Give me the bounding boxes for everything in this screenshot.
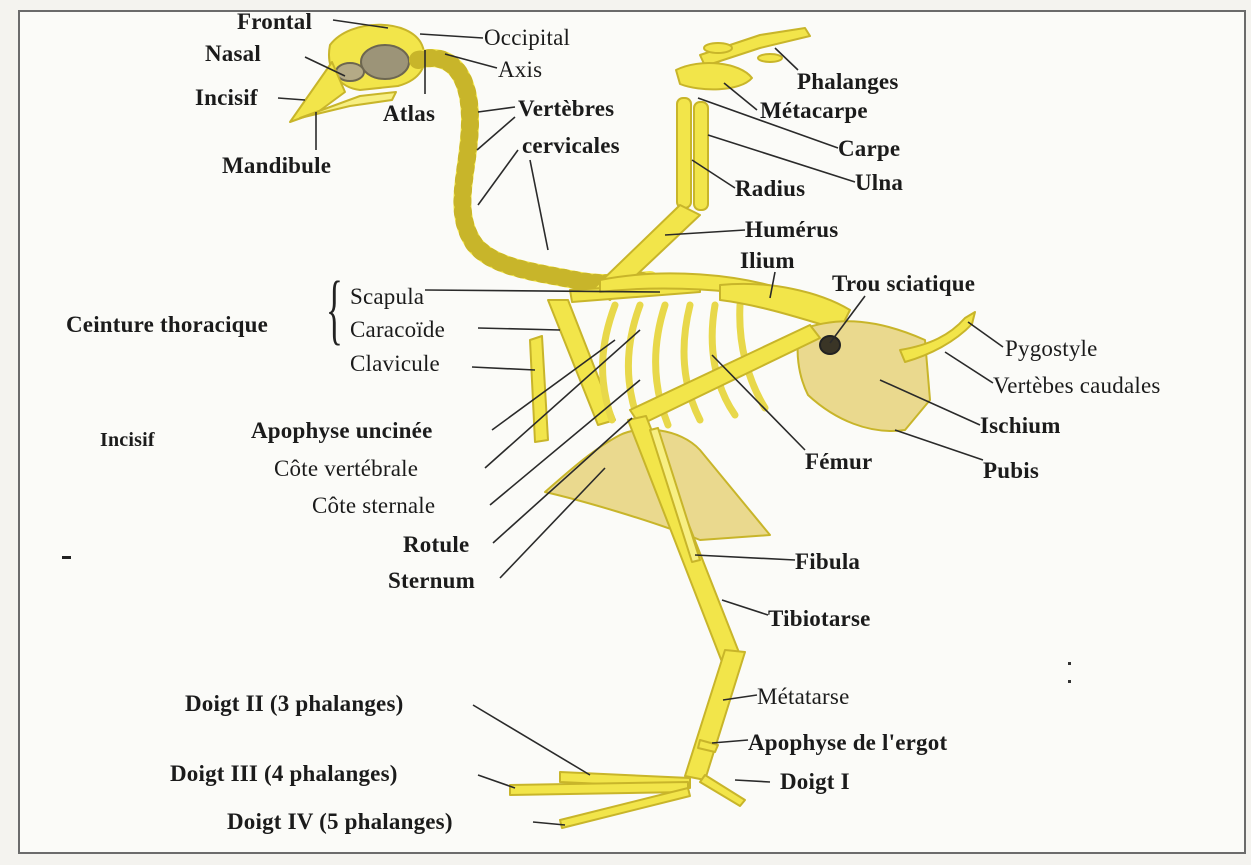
- label-tibiotarse: Tibiotarse: [768, 607, 871, 630]
- label-nasal: Nasal: [205, 42, 261, 65]
- leader-pygostyle: [968, 322, 1003, 347]
- label-femur: Fémur: [805, 450, 872, 473]
- label-ulna: Ulna: [855, 171, 903, 194]
- label-pubis: Pubis: [983, 459, 1039, 482]
- leader-fibula: [695, 555, 795, 560]
- leader-vertebres-1: [478, 107, 515, 112]
- label-ceinture-thoracique: Ceinture thoracique: [66, 313, 268, 336]
- label-pygostyle: Pygostyle: [1005, 337, 1098, 360]
- leader-occipital: [420, 34, 483, 38]
- label-caracoide: Caracoïde: [350, 318, 445, 341]
- label-apophyse-ergot: Apophyse de l'ergot: [748, 731, 947, 754]
- label-doigt-2: Doigt II (3 phalanges): [185, 692, 403, 715]
- label-metatarse: Métatarse: [757, 685, 849, 708]
- label-cervicales: cervicales: [522, 134, 620, 157]
- brace-ceinture: {: [326, 270, 343, 348]
- leader-caudales: [945, 352, 993, 383]
- label-doigt-1: Doigt I: [780, 770, 850, 793]
- label-atlas: Atlas: [383, 102, 435, 125]
- label-trou-sciatique: Trou sciatique: [832, 272, 975, 295]
- label-cote-vertebrale: Côte vertébrale: [274, 457, 418, 480]
- toes: [510, 772, 745, 828]
- label-sternum: Sternum: [388, 569, 475, 592]
- label-vertebes-caudales: Vertèbes caudales: [993, 374, 1161, 397]
- label-carpe: Carpe: [838, 137, 900, 160]
- label-incisif-left: Incisif: [100, 430, 155, 450]
- label-apophyse-uncinee: Apophyse uncinée: [251, 419, 432, 442]
- label-scapula: Scapula: [350, 285, 424, 308]
- leader-clavicule: [472, 367, 535, 370]
- label-metacarpe: Métacarpe: [760, 99, 868, 122]
- label-incisif-head: Incisif: [195, 86, 258, 109]
- sciatic-foramen: [820, 336, 840, 354]
- leader-caracoide: [478, 328, 560, 330]
- wing-phalanx-tip-2: [758, 54, 782, 62]
- label-vertebres: Vertèbres: [518, 97, 614, 120]
- toe-3-bone: [510, 782, 688, 795]
- label-frontal: Frontal: [237, 10, 312, 33]
- leader-doigt-1: [735, 780, 770, 782]
- label-cote-sternale: Côte sternale: [312, 494, 435, 517]
- label-mandibule: Mandibule: [222, 154, 331, 177]
- leader-ulna: [708, 135, 855, 182]
- label-doigt-4: Doigt IV (5 phalanges): [227, 810, 453, 833]
- label-radius: Radius: [735, 177, 805, 200]
- nasal-opening: [336, 63, 364, 81]
- label-phalanges: Phalanges: [797, 70, 898, 93]
- label-fibula: Fibula: [795, 550, 860, 573]
- label-ischium: Ischium: [980, 414, 1061, 437]
- leader-vertebres-2: [477, 117, 515, 150]
- label-rotule: Rotule: [403, 533, 469, 556]
- leader-incisif-head: [278, 98, 305, 100]
- leader-doigt-2: [473, 705, 590, 775]
- rib-5: [712, 305, 735, 415]
- radius-bone: [677, 98, 691, 208]
- label-axis: Axis: [498, 58, 542, 81]
- neck-ridges: [418, 58, 650, 283]
- stray-dot-1: [1068, 662, 1071, 665]
- label-clavicule: Clavicule: [350, 352, 440, 375]
- label-ilium: Ilium: [740, 249, 795, 272]
- metacarpal-bone: [676, 63, 752, 89]
- tarsometatarsus-bone: [685, 650, 745, 780]
- stray-dot-2: [1068, 680, 1071, 683]
- cervical-vertebrae: [418, 58, 650, 283]
- leader-cervicales-1: [478, 150, 518, 205]
- label-occipital: Occipital: [484, 26, 570, 49]
- label-doigt-3: Doigt III (4 phalanges): [170, 762, 398, 785]
- label-humerus: Humérus: [745, 218, 838, 241]
- leader-pubis: [895, 430, 983, 460]
- neck-spine: [418, 58, 650, 283]
- wing-phalanx-tip-1: [704, 43, 732, 53]
- leader-cervicales-2: [530, 160, 548, 250]
- leader-doigt-3: [478, 775, 515, 788]
- stray-dash: [62, 556, 71, 559]
- leader-metacarpe: [724, 83, 757, 110]
- orbit: [361, 45, 409, 79]
- ulna-bone: [694, 102, 708, 210]
- leader-tibiotarse: [722, 600, 768, 615]
